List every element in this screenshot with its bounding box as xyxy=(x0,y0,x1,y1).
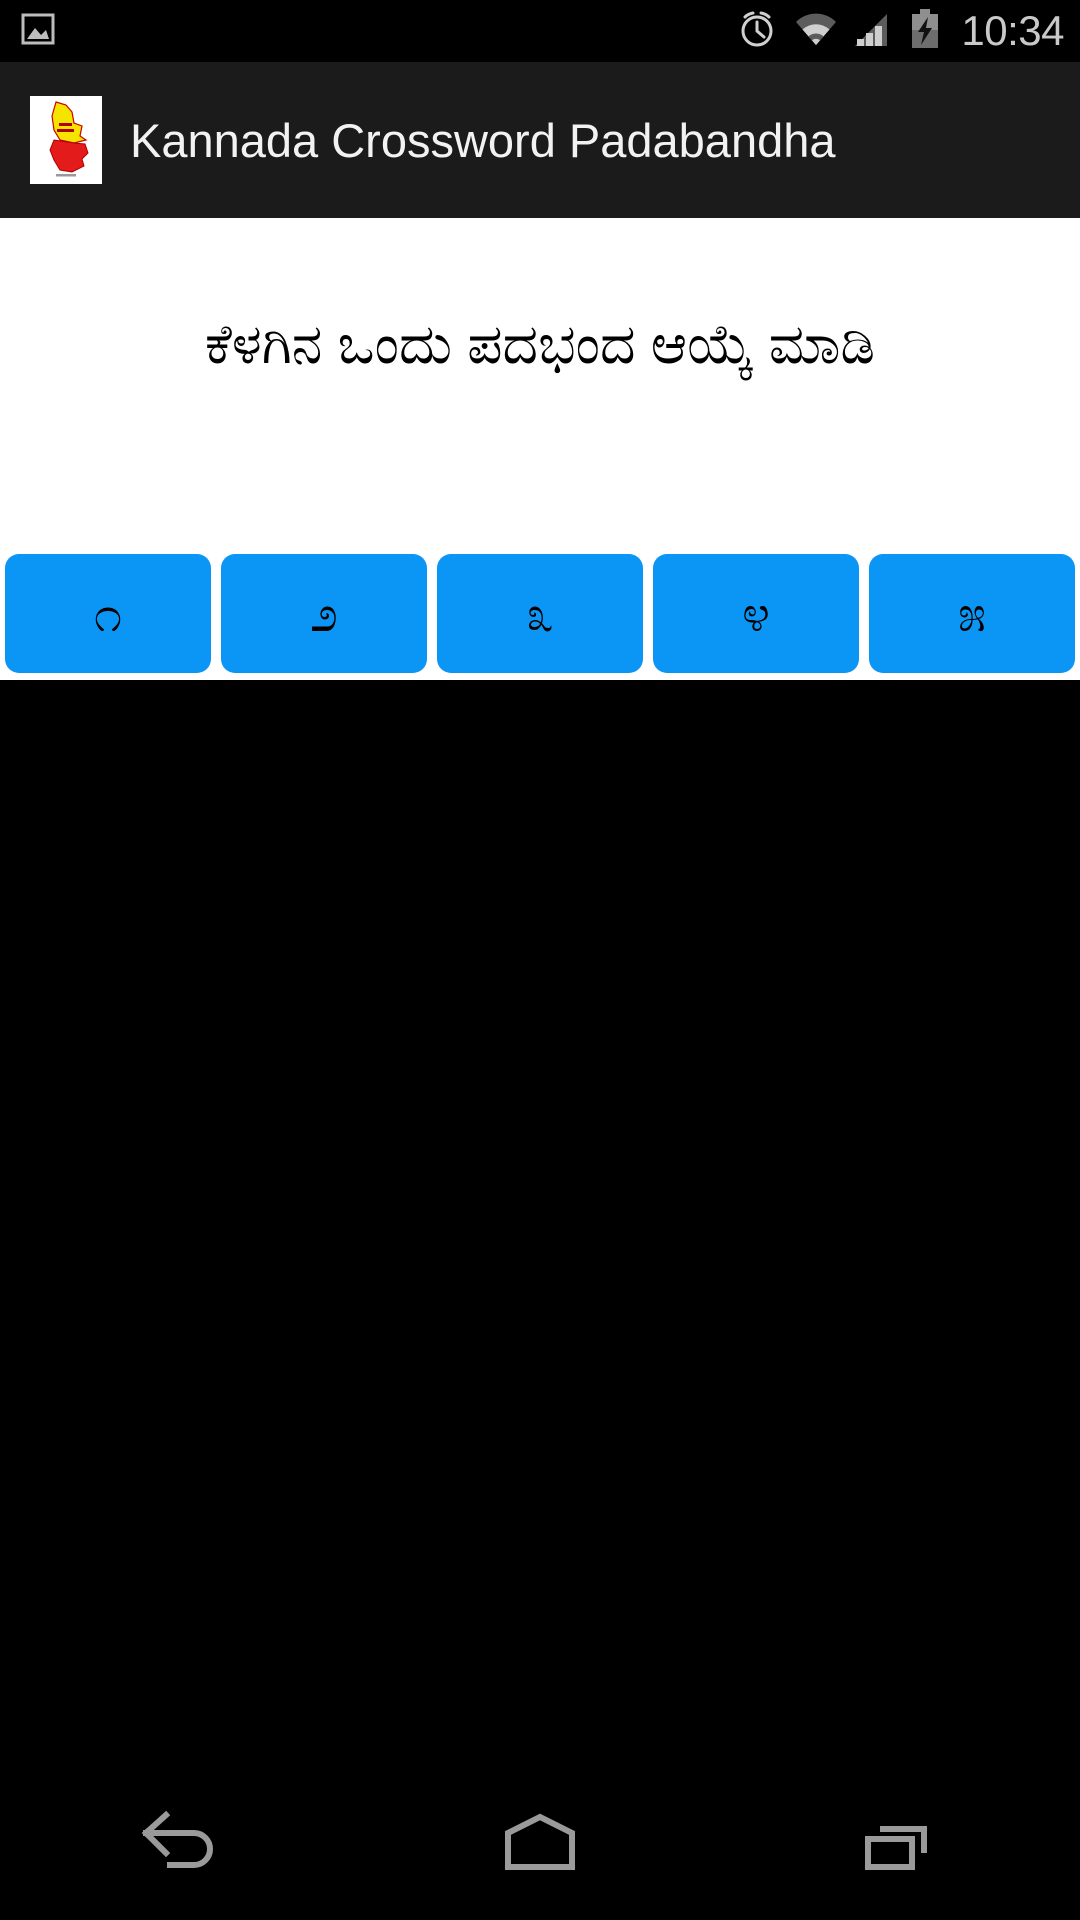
nav-back-button[interactable] xyxy=(80,1770,280,1920)
action-bar: Kannada Crossword Padabandha xyxy=(0,62,1080,218)
battery-charging-icon xyxy=(909,8,941,55)
level-button-4[interactable]: ೪ xyxy=(653,554,859,673)
karnataka-map-icon xyxy=(30,96,102,184)
prompt-panel: ಕೆಳಗಿನ ಒಂದು ಪದಭಂದ ಆಯ್ಕೆ ಮಾಡಿ xyxy=(0,218,1080,547)
wifi-icon xyxy=(793,9,839,54)
level-button-1[interactable]: ೧ xyxy=(5,554,211,673)
app-title: Kannada Crossword Padabandha xyxy=(130,113,836,167)
level-selection-row: ೧ ೨ ೩ ೪ ೫ xyxy=(0,547,1080,680)
system-navigation-bar xyxy=(0,1770,1080,1920)
status-bar: 10:34 xyxy=(0,0,1080,62)
screenshot-notification-icon xyxy=(18,9,58,54)
recents-rectangles-icon xyxy=(852,1809,948,1882)
main-content: ಕೆಳಗಿನ ಒಂದು ಪದಭಂದ ಆಯ್ಕೆ ಮಾಡಿ ೧ ೨ ೩ ೪ ೫ xyxy=(0,218,1080,1920)
level-cell: ೧ xyxy=(0,547,216,680)
level-button-2[interactable]: ೨ xyxy=(221,554,427,673)
home-pentagon-icon xyxy=(492,1809,588,1882)
prompt-text: ಕೆಳಗಿನ ಒಂದು ಪದಭಂದ ಆಯ್ಕೆ ಮಾಡಿ xyxy=(204,313,876,375)
nav-home-button[interactable] xyxy=(440,1770,640,1920)
level-button-5[interactable]: ೫ xyxy=(869,554,1075,673)
alarm-clock-icon xyxy=(735,7,779,56)
status-bar-clock: 10:34 xyxy=(961,7,1064,54)
level-button-3[interactable]: ೩ xyxy=(437,554,643,673)
level-cell: ೨ xyxy=(216,547,432,680)
level-cell: ೩ xyxy=(432,547,648,680)
status-bar-right-icons: 10:34 xyxy=(735,7,1064,56)
level-cell: ೪ xyxy=(648,547,864,680)
nav-recents-button[interactable] xyxy=(800,1770,1000,1920)
status-bar-left-icons xyxy=(18,9,58,54)
level-cell: ೫ xyxy=(864,547,1080,680)
back-arrow-icon xyxy=(132,1809,228,1882)
cellular-signal-icon xyxy=(853,9,895,54)
